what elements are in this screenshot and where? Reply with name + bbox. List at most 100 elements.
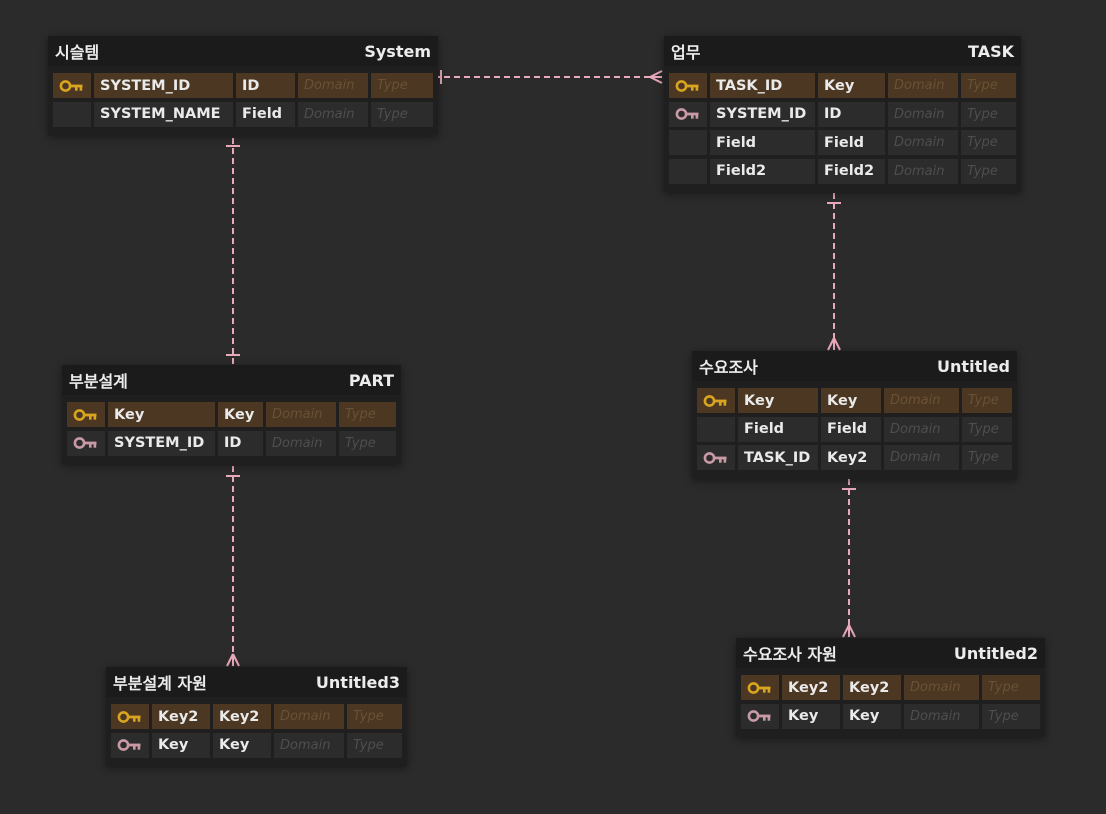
column-logical-name[interactable]: SYSTEM_ID [108,430,215,456]
column-logical-name[interactable]: Key [782,703,840,729]
column-type[interactable]: Type [982,703,1040,729]
column-physical-name[interactable]: ID [218,430,263,456]
column-type[interactable]: Type [961,73,1016,98]
column-physical-name[interactable]: Key [218,402,263,427]
column-key-cell [669,158,707,184]
column-logical-name[interactable]: Key2 [782,675,840,700]
column-physical-name[interactable]: Key2 [843,675,901,700]
column-logical-name[interactable]: Field [738,416,818,442]
column-key-cell [697,388,735,413]
column-logical-name[interactable]: TASK_ID [710,73,815,98]
primary-key-icon [747,681,771,694]
column-domain[interactable]: Domain [904,703,979,729]
column-type[interactable]: Type [962,416,1012,442]
column-type[interactable]: Type [371,73,433,98]
primary-key-icon [59,79,83,92]
column-physical-name[interactable]: Field [818,130,885,155]
column-type[interactable]: Type [961,101,1016,127]
column-logical-name[interactable]: SYSTEM_ID [710,101,815,127]
column-logical-name[interactable]: Key [738,388,818,413]
column-logical-name[interactable]: TASK_ID [738,445,818,470]
column-domain[interactable]: Domain [266,430,336,456]
column-physical-name[interactable]: Key [821,388,881,413]
column-key-cell [67,402,105,427]
column-physical-name[interactable]: Key [843,703,901,729]
column-type[interactable]: Type [961,130,1016,155]
column-key-cell [741,703,779,729]
entity-physical-name: PART [348,370,394,390]
column-type[interactable]: Type [371,101,433,127]
column-domain[interactable]: Domain [888,130,958,155]
column-domain[interactable]: Domain [298,101,368,127]
column-logical-name[interactable]: Key2 [152,704,210,729]
column-domain[interactable]: Domain [904,675,979,700]
column-physical-name[interactable]: ID [236,73,295,98]
column-domain[interactable]: Domain [298,73,368,98]
entity-physical-name: Untitled [937,356,1010,376]
column-logical-name[interactable]: SYSTEM_ID [94,73,233,98]
column-type[interactable]: Type [339,402,396,427]
column-domain[interactable]: Domain [888,73,958,98]
column-domain[interactable]: Domain [884,416,959,442]
column-logical-name[interactable]: Field [710,130,815,155]
column-domain[interactable]: Domain [888,101,958,127]
column-domain[interactable]: Domain [266,402,336,427]
column-type[interactable]: Type [347,732,402,758]
column-physical-name[interactable]: Key [213,732,271,758]
column-type[interactable]: Type [347,704,402,729]
column-physical-name[interactable]: Key [818,73,885,98]
foreign-key-icon [73,437,97,449]
relation-many-marker [842,624,856,638]
column-domain[interactable]: Domain [884,388,959,413]
column-physical-name[interactable]: Field2 [818,158,885,184]
column-type[interactable]: Type [339,430,396,456]
column-logical-name[interactable]: SYSTEM_NAME [94,101,233,127]
column-physical-name[interactable]: ID [818,101,885,127]
column-logical-name[interactable]: Key [108,402,215,427]
column-type[interactable]: Type [961,158,1016,184]
column-logical-name[interactable]: Field2 [710,158,815,184]
column-type[interactable]: Type [962,445,1012,470]
column-physical-name[interactable]: Field [236,101,295,127]
column-physical-name[interactable]: Key2 [821,445,881,470]
column-domain[interactable]: Domain [274,704,344,729]
column-type[interactable]: Type [962,388,1012,413]
column-logical-name[interactable]: Key [152,732,210,758]
column-domain[interactable]: Domain [274,732,344,758]
column-physical-name[interactable]: Field [821,416,881,442]
column-type[interactable]: Type [982,675,1040,700]
column-physical-name[interactable]: Key2 [213,704,271,729]
column-domain[interactable]: Domain [884,445,959,470]
foreign-key-icon [117,739,141,751]
column-domain[interactable]: Domain [888,158,958,184]
